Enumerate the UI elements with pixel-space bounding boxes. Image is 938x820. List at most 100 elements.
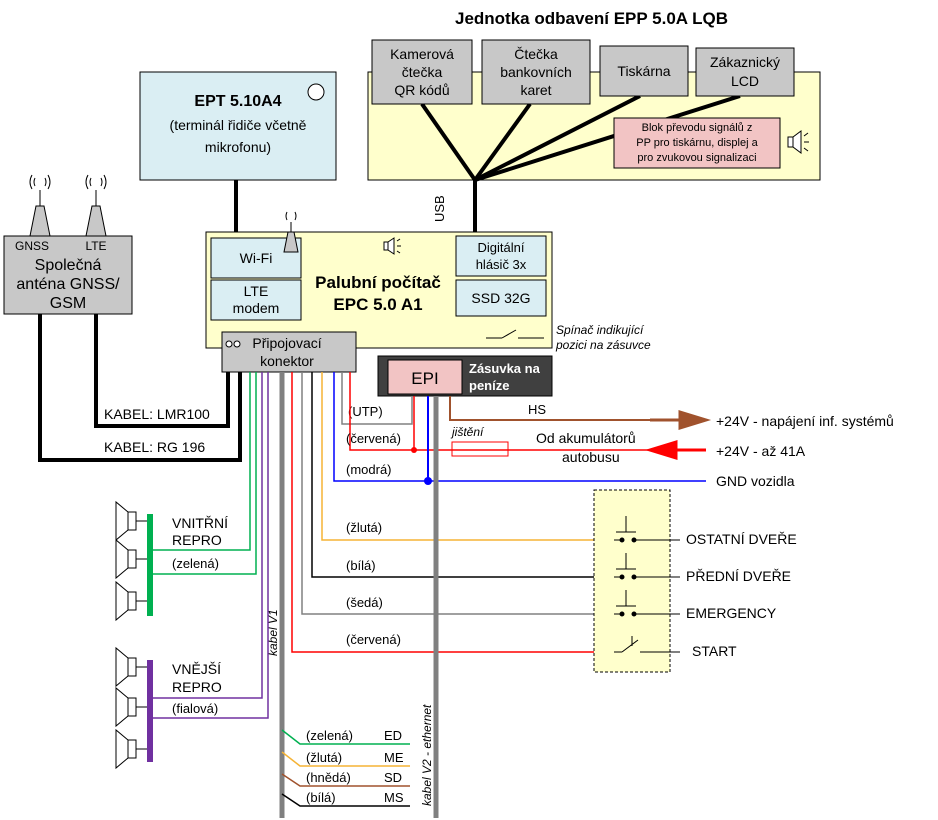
rg196-label: KABEL: RG 196 xyxy=(104,439,205,455)
switch-note-1: Spínač indikující xyxy=(556,323,645,337)
door-emergency-label: EMERGENCY xyxy=(686,605,777,621)
utp-label: (UTP) xyxy=(348,404,383,419)
hs-label: HS xyxy=(528,402,546,417)
ed-code-label: ED xyxy=(384,728,402,743)
camera-label-3: QR kódů xyxy=(394,82,449,98)
camera-module: Kamerová čtečka QR kódů xyxy=(371,39,473,105)
microphone-icon xyxy=(307,83,325,101)
inner-speakers-icon xyxy=(115,500,150,622)
wifi-module: Wi-Fi xyxy=(210,237,302,279)
antenna-label-3: GSM xyxy=(50,295,86,312)
outer-repro-label-1: VNĚJŠÍ xyxy=(172,661,221,677)
switch-emergency-icon xyxy=(614,590,680,617)
inner-repro-label-1: VNITŘNÍ xyxy=(172,515,228,531)
switch-ostatni-icon xyxy=(614,516,680,543)
lmr100-label: KABEL: LMR100 xyxy=(104,406,210,422)
ept-subtitle-1: (terminál řidiče včetně xyxy=(170,117,307,133)
converter-label-1: Blok převodu signálů z xyxy=(642,122,753,134)
me-wire xyxy=(281,751,410,767)
epc-speaker-icon xyxy=(383,237,401,255)
lte-modem-module: LTE modem xyxy=(210,279,302,321)
lte-antenna-icon xyxy=(85,174,107,237)
epc-title-1: Palubní počítač xyxy=(315,273,441,292)
lte-label: LTE xyxy=(85,239,106,253)
antenna-box xyxy=(3,235,133,315)
kabel-v2-label: kabel V2 - ethernet xyxy=(420,704,434,806)
gnss-antenna-icon xyxy=(29,174,51,237)
lte-modem-label-2: modem xyxy=(233,300,280,316)
fuse-label: jištění xyxy=(450,425,485,439)
power-in-arrow xyxy=(644,439,706,461)
position-switch-icon xyxy=(486,329,544,339)
outer-speaker-wire-2 xyxy=(150,372,269,719)
red-start-label: (červená) xyxy=(346,632,401,647)
outer-speakers-icon xyxy=(115,646,150,770)
white-door-wire xyxy=(311,372,614,578)
connector-block: Připojovací konektor xyxy=(221,331,357,373)
lcd-module: Zákaznický LCD xyxy=(695,47,795,97)
gray-wire-label: (šedá) xyxy=(346,595,383,610)
wifi-label: Wi-Fi xyxy=(240,250,273,266)
converter-label-3: pro zvukovou signalizaci xyxy=(637,152,756,164)
red-start-wire xyxy=(291,372,614,653)
red-wire-label: (červená) xyxy=(346,431,401,446)
switch-predni-icon xyxy=(614,553,680,580)
door-ostatni-label: OSTATNÍ DVEŘE xyxy=(686,531,797,547)
ms-code-label: MS xyxy=(384,790,404,805)
me-color-label: (žlutá) xyxy=(306,750,342,765)
inner-color-label: (zelená) xyxy=(172,556,219,571)
antenna-label-1: Společná xyxy=(35,257,102,274)
outer-speaker-wire xyxy=(150,372,263,699)
blue-gnd-wire xyxy=(333,372,706,482)
connector-label-1: Připojovací xyxy=(252,335,321,351)
rg196-cable xyxy=(38,314,242,462)
diagram-title: Jednotka odbavení EPP 5.0A LQB xyxy=(455,9,728,28)
camera-label-1: Kamerová xyxy=(390,46,454,62)
inner-repro-label-2: REPRO xyxy=(172,532,222,548)
lcd-label-1: Zákaznický xyxy=(710,54,780,70)
usb-label: USB xyxy=(432,195,447,222)
connector-label-2: konektor xyxy=(260,353,314,369)
sd-wire xyxy=(281,773,410,787)
antenna-label-2: anténa GNSS/ xyxy=(16,276,120,293)
printer-module: Tiskárna xyxy=(599,45,689,97)
power-41a-label: +24V - až 41A xyxy=(716,443,806,459)
card-reader-label-3: karet xyxy=(520,82,551,98)
door-start-label: START xyxy=(692,643,737,659)
ms-wire xyxy=(281,793,410,807)
sd-code-label: SD xyxy=(384,770,402,785)
ept-terminal-box xyxy=(139,71,337,181)
kabel-v1-label: kabel V1 xyxy=(266,609,280,656)
red-power-wire xyxy=(349,372,650,451)
outer-repro-label-2: REPRO xyxy=(172,679,222,695)
camera-label-2: čtečka xyxy=(402,64,443,80)
gray-door-wire xyxy=(301,372,614,615)
lte-modem-label-1: LTE xyxy=(244,283,269,299)
card-reader-label-1: Čtečka xyxy=(514,46,558,62)
epi-socket-label-2: peníze xyxy=(469,378,509,393)
inner-speaker-wire-2 xyxy=(150,372,257,575)
epp-internal-cables xyxy=(420,94,741,232)
card-reader-module: Čtečka bankovních karet xyxy=(481,39,591,105)
ed-color-label: (zelená) xyxy=(306,728,353,743)
card-reader-label-2: bankovních xyxy=(500,64,572,80)
blue-junction xyxy=(424,477,432,485)
lcd-label-2: LCD xyxy=(731,73,759,89)
utp-wire xyxy=(341,372,413,425)
epc-title-2: EPC 5.0 A1 xyxy=(333,295,422,314)
blue-wire-label: (modrá) xyxy=(346,462,392,477)
epi-label: EPI xyxy=(411,369,438,388)
inner-speaker-wire xyxy=(150,372,251,551)
fuse-icon xyxy=(451,441,509,457)
battery-label-2: autobusu xyxy=(562,449,620,465)
ms-color-label: (bílá) xyxy=(306,790,336,805)
hs-wire xyxy=(449,396,680,421)
speaker-icon xyxy=(787,130,809,154)
switch-note-2: pozici na zásuvce xyxy=(555,338,651,352)
ed-wire xyxy=(281,729,410,745)
gnss-label: GNSS xyxy=(15,239,49,253)
hs-arrow xyxy=(650,409,712,431)
outer-color-label: (fialová) xyxy=(172,701,218,716)
door-switch-icons xyxy=(614,516,680,653)
